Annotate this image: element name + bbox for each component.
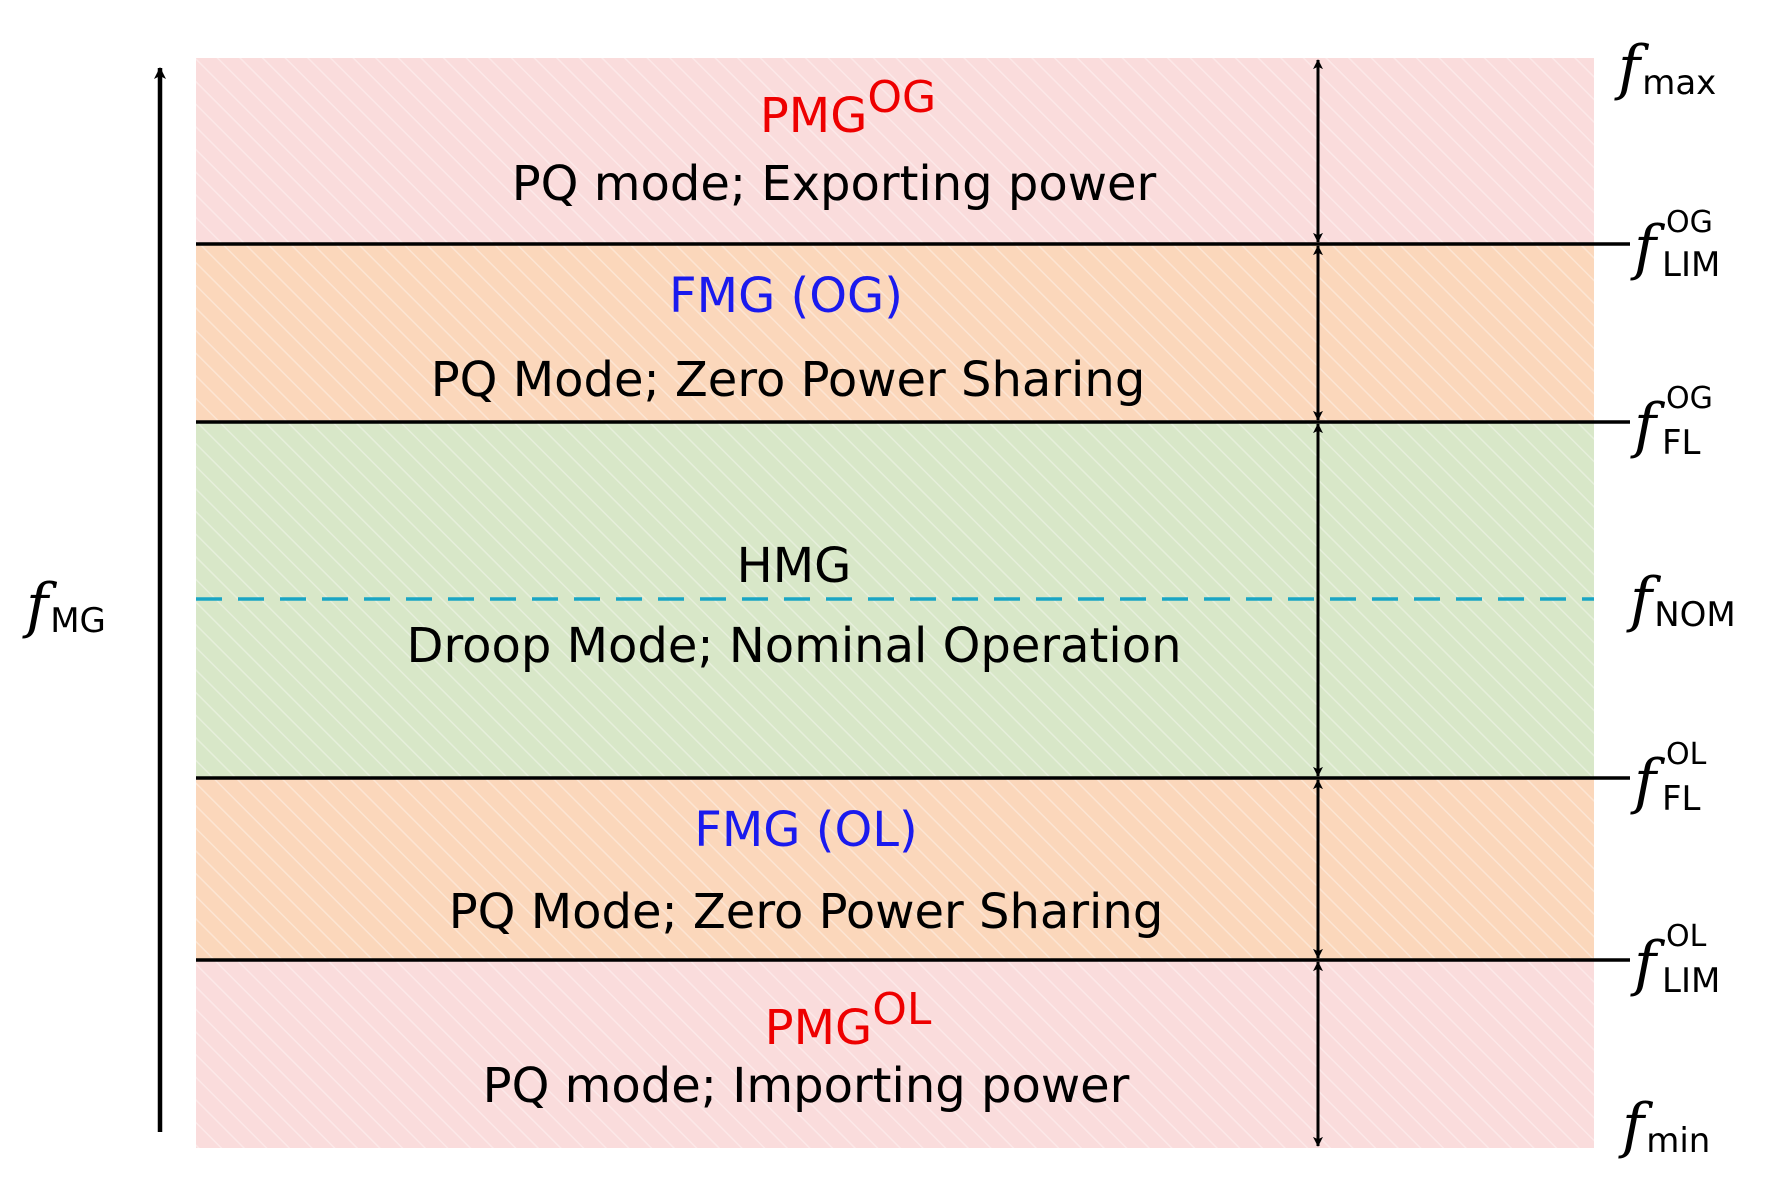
freq-f-fl-og-f: f [1630, 391, 1666, 461]
band-title-pmg-ol-main: PMG [765, 1000, 873, 1056]
freq-label-f-min: fmin [1618, 1091, 1710, 1161]
freq-label-f-fl-og-sub: FL [1662, 423, 1701, 463]
band-title-pmg-ol-sup: OL [872, 984, 932, 1035]
bands-layer [196, 58, 1594, 1148]
axis-label-sub: MG [50, 601, 106, 641]
boundary-lines [196, 242, 1630, 962]
freq-label-f-lim-ol-sup: OL [1666, 919, 1707, 954]
freq-f-fl-ol-f: f [1630, 747, 1666, 817]
freq-label-f-fl-ol: f [1630, 747, 1666, 817]
freq-label-f-fl-og-sup: OG [1666, 381, 1713, 416]
freq-label-f-lim-og: f [1630, 213, 1666, 283]
hatch-overlay [196, 58, 1594, 1148]
band-title-fmg-ol: FMG (OL) [694, 802, 917, 858]
freq-label-f-fl-og: f [1630, 391, 1666, 461]
frequency-labels: fmax f OG LIM f OG FL fNOM f OL FL f OL … [1614, 33, 1736, 1161]
freq-f-max-sub: max [1642, 63, 1716, 103]
freq-label-f-lim-og-sup: OG [1666, 205, 1713, 240]
band-title-pmg-og-sup: OG [867, 72, 936, 123]
freq-label-f-nom: fNOM [1626, 565, 1736, 635]
band-subtitle-hmg: Droop Mode; Nominal Operation [407, 618, 1182, 674]
freq-label-f-lim-ol: f [1630, 929, 1666, 999]
axis-label: fMG [22, 571, 106, 641]
freq-label-f-max: fmax [1614, 33, 1716, 103]
band-labels: PMGOG PQ mode; Exporting power FMG (OG) … [407, 72, 1182, 1114]
freq-f-lim-og-f: f [1630, 213, 1666, 283]
band-title-fmg-og: FMG (OG) [669, 268, 903, 324]
band-title-pmg-og: PMGOG [760, 72, 936, 144]
band-subtitle-pmg-ol: PQ mode; Importing power [483, 1058, 1130, 1114]
freq-label-f-lim-og-sub: LIM [1662, 245, 1720, 285]
freq-label-f-fl-ol-sup: OL [1666, 737, 1707, 772]
freq-f-min-sub: min [1646, 1121, 1710, 1161]
freq-f-lim-ol-f: f [1630, 929, 1666, 999]
band-subtitle-fmg-og: PQ Mode; Zero Power Sharing [431, 352, 1146, 408]
freq-label-f-fl-ol-sub: FL [1662, 779, 1701, 819]
band-title-hmg: HMG [737, 538, 852, 594]
freq-f-nom-sub: NOM [1654, 595, 1736, 635]
band-title-pmg-og-main: PMG [760, 88, 868, 144]
band-title-pmg-ol: PMGOL [765, 984, 932, 1056]
band-subtitle-fmg-ol: PQ Mode; Zero Power Sharing [449, 884, 1164, 940]
band-subtitle-pmg-og: PQ mode; Exporting power [512, 156, 1157, 212]
freq-label-f-lim-ol-sub: LIM [1662, 961, 1720, 1001]
